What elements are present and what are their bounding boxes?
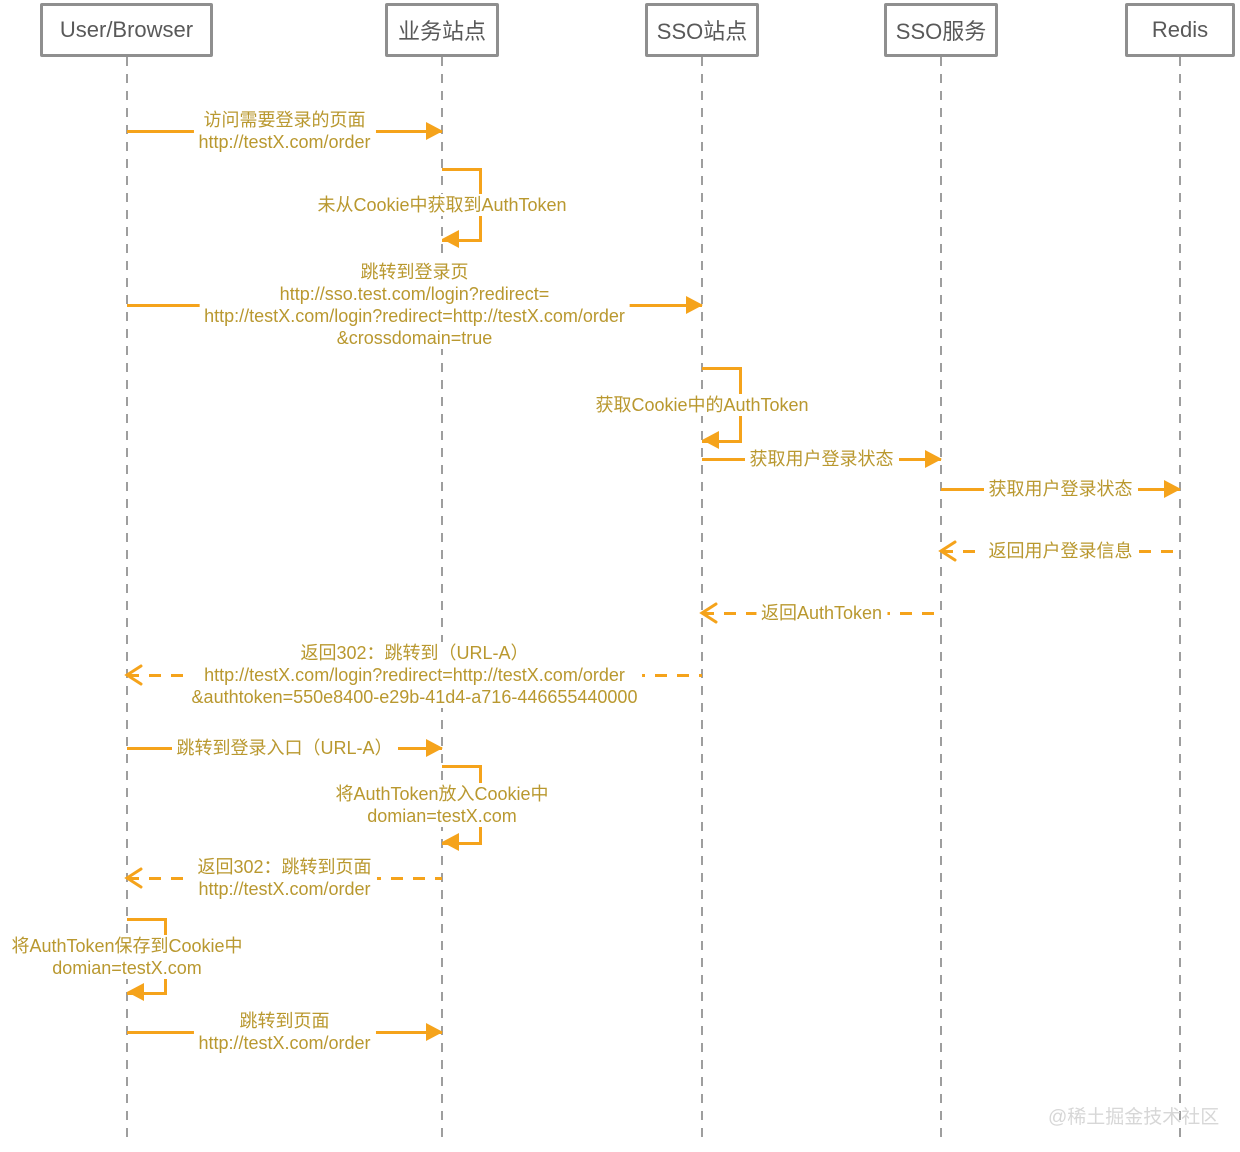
message-label: 返回用户登录信息: [983, 540, 1138, 562]
arrowhead-icon: [426, 1023, 443, 1041]
message-label: 未从Cookie中获取到AuthToken: [312, 194, 572, 216]
message-label: 访问需要登录的页面 http://testX.com/order: [193, 109, 376, 153]
open-arrowhead-icon: [124, 664, 143, 686]
lifeline-sso-service: [940, 57, 942, 1145]
lifeline-redis: [1179, 57, 1181, 1145]
message-label-line: http://testX.com/order: [198, 132, 371, 152]
actor-box-redis: Redis: [1125, 3, 1235, 57]
message-label: 获取Cookie中的AuthToken: [590, 394, 814, 416]
message-label-line: 返回302：跳转到页面: [197, 857, 372, 877]
message-label-line: domian=testX.com: [52, 957, 202, 978]
actor-box-sso-site: SSO站点: [645, 3, 759, 57]
message-label: 将AuthToken保存到Cookie中 domian=testX.com: [6, 934, 248, 979]
message-label-line: http://testX.com/order: [198, 879, 371, 899]
open-arrowhead-icon: [938, 540, 957, 562]
self-loop-get-cookie-authtoken: 获取Cookie中的AuthToken: [590, 367, 814, 449]
message-label-line: 返回302：跳转到（URL-A）: [300, 643, 529, 663]
self-loop-save-authtoken-cookie: 将AuthToken保存到Cookie中 domian=testX.com: [6, 918, 248, 1001]
message-label: 跳转到登录入口（URL-A）: [171, 737, 398, 759]
arrowhead-icon: [442, 230, 459, 248]
message-label: 获取用户登录状态: [744, 448, 899, 470]
message-label-line: 跳转到登录入口（URL-A）: [176, 738, 393, 758]
message-label-line: &authtoken=550e8400-e29b-41d4-a716-44665…: [191, 687, 638, 707]
actor-box-business-site: 业务站点: [385, 3, 499, 57]
arrowhead-icon: [925, 450, 942, 468]
message-label: 跳转到登录页 http://sso.test.com/login?redirec…: [199, 261, 630, 349]
message-label-line: 跳转到页面: [239, 1011, 330, 1031]
message-label: 获取用户登录状态: [983, 478, 1138, 500]
message-label-line: 返回用户登录信息: [988, 541, 1133, 561]
message-label: 返回302：跳转到页面 http://testX.com/order: [192, 856, 377, 900]
arrowhead-icon: [127, 983, 144, 1001]
arrowhead-icon: [702, 431, 719, 449]
message-label-line: 将AuthToken保存到Cookie中: [11, 935, 243, 956]
message-label-line: 返回AuthToken: [760, 603, 883, 623]
message-label: 返回302：跳转到（URL-A） http://testX.com/login?…: [186, 642, 643, 708]
self-loop-put-authtoken-cookie: 将AuthToken放入Cookie中 domian=testX.com: [330, 765, 554, 851]
open-arrowhead-icon: [699, 602, 718, 624]
message-label: 将AuthToken放入Cookie中 domian=testX.com: [330, 783, 554, 827]
open-arrowhead-icon: [124, 867, 143, 889]
message-label-line: 访问需要登录的页面: [203, 110, 366, 130]
message-label-line: http://sso.test.com/login?redirect=: [279, 284, 550, 304]
message-label-line: 跳转到登录页: [360, 262, 469, 282]
watermark: @稀土掘金技术社区: [1048, 1107, 1220, 1128]
arrowhead-icon: [426, 122, 443, 140]
message-label-line: http://testX.com/login?redirect=http://t…: [204, 665, 625, 685]
actor-box-user-browser: User/Browser: [40, 3, 213, 57]
arrowhead-icon: [426, 739, 443, 757]
lifeline-user-browser: [126, 57, 128, 1145]
message-label-line: http://testX.com/login?redirect=http://t…: [204, 306, 625, 326]
message-label-line: domian=testX.com: [367, 806, 517, 826]
lifeline-business-site: [441, 57, 443, 1145]
arrowhead-icon: [442, 833, 459, 851]
message-label-line: http://testX.com/order: [198, 1033, 371, 1053]
message-label-line: 获取Cookie中的AuthToken: [595, 395, 809, 415]
message-label: 返回AuthToken: [755, 602, 888, 624]
arrowhead-icon: [686, 296, 703, 314]
self-loop-no-authtoken: 未从Cookie中获取到AuthToken: [312, 168, 572, 248]
arrowhead-icon: [1164, 480, 1181, 498]
message-label-line: 未从Cookie中获取到AuthToken: [317, 195, 567, 215]
actor-box-sso-service: SSO服务: [884, 3, 998, 57]
message-label-line: &crossdomain=true: [336, 328, 493, 348]
message-label-line: 将AuthToken放入Cookie中: [335, 784, 549, 804]
lifeline-sso-site: [701, 57, 703, 1145]
message-label: 跳转到页面 http://testX.com/order: [193, 1010, 376, 1054]
message-label-line: 获取用户登录状态: [749, 449, 894, 469]
message-label-line: 获取用户登录状态: [988, 479, 1133, 499]
